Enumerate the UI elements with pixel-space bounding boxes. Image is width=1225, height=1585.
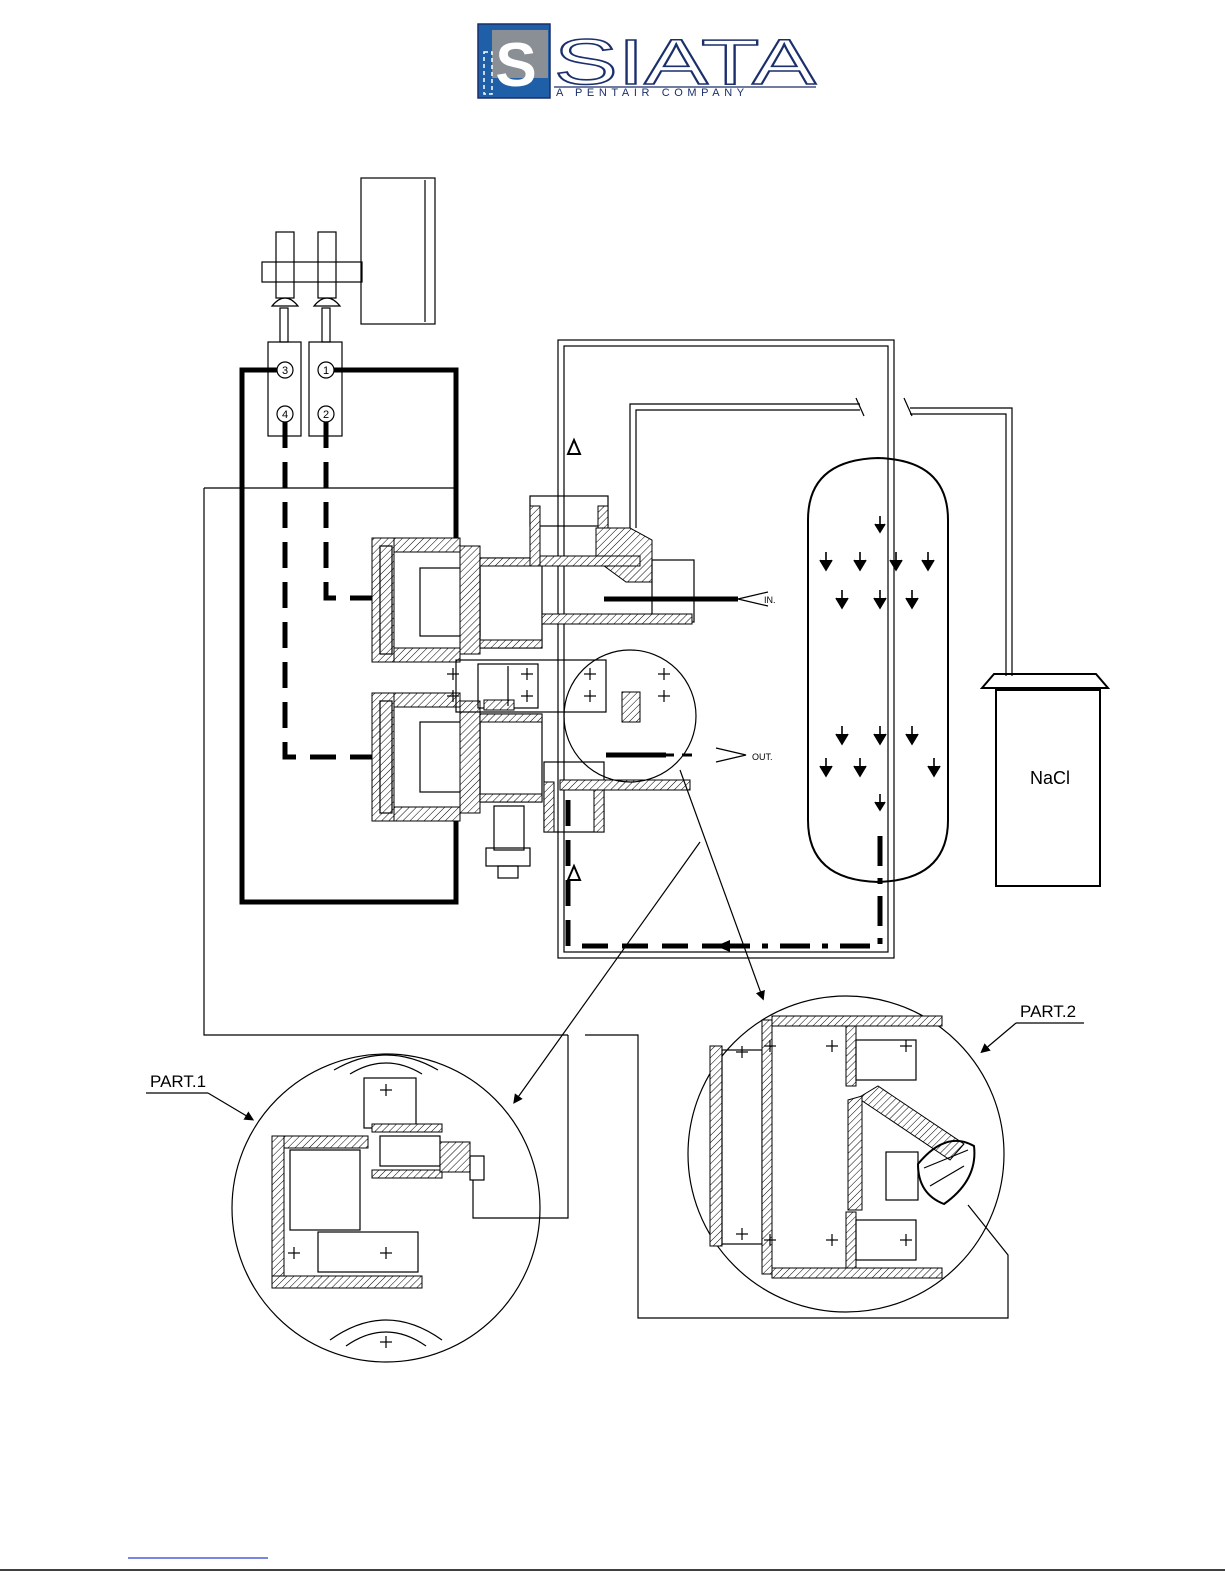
flow-return-path: [720, 830, 880, 946]
pilot-line-2: [326, 422, 378, 598]
brine-tank-body: [996, 690, 1100, 886]
outlet-arrow-icon: [716, 748, 746, 762]
pilot-actuator: 3 1 4 2: [262, 178, 435, 436]
resin-tank-shell: [808, 458, 948, 882]
resin-flow-arrows: [820, 516, 940, 810]
siata-logo: S SIATA A PENTAIR COMPANY: [478, 24, 816, 100]
brine-tank: NaCl: [630, 398, 1108, 886]
port-4-label: 4: [282, 409, 288, 421]
process-flow-lines: IN. OUT.: [568, 440, 880, 952]
pilot-line-1: [334, 370, 456, 545]
port-2-label: 2: [323, 409, 329, 421]
detail-part-2: PART.2: [688, 996, 1084, 1312]
logo-mark-letter: S: [495, 31, 536, 100]
detail-2-label: PART.2: [1020, 1002, 1076, 1021]
brine-tank-lid: [982, 674, 1108, 688]
flow-service-path: [568, 800, 720, 946]
inlet-label: IN.: [764, 595, 776, 605]
port-1-label: 1: [323, 365, 329, 377]
valve-body: [372, 496, 696, 878]
resin-tank: [808, 458, 948, 882]
brine-tank-label: NaCl: [1030, 768, 1070, 788]
flow-enclosure: [558, 340, 894, 958]
logo-tagline: A PENTAIR COMPANY: [556, 87, 749, 99]
outlet-label: OUT.: [752, 752, 773, 762]
port-3-label: 3: [282, 365, 288, 377]
detail-1-label: PART.1: [150, 1072, 206, 1091]
pilot-line-4: [285, 422, 385, 757]
brine-line: [910, 408, 1012, 676]
brine-draw-line: [630, 404, 860, 528]
motor-housing: [361, 178, 435, 324]
detail-part-1: PART.1: [146, 1054, 540, 1362]
